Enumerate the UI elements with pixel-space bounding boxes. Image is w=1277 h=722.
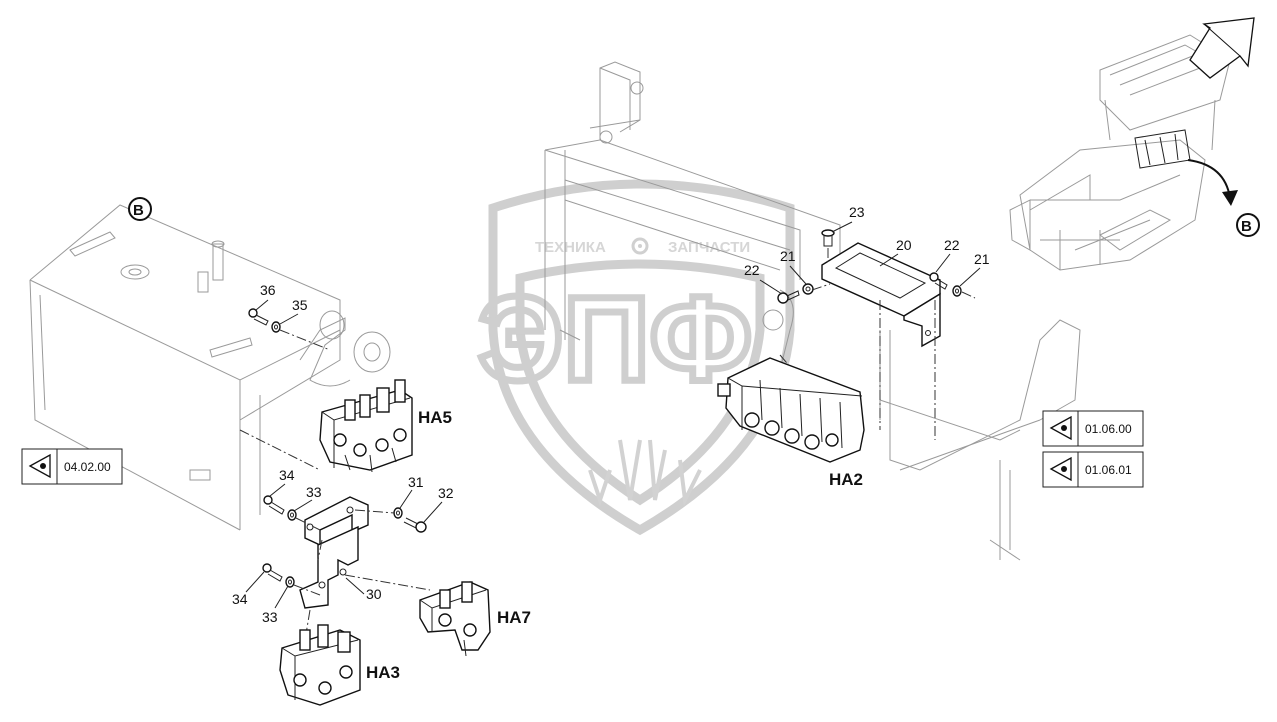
valve-label-ha7: HA7 bbox=[497, 608, 531, 627]
centerline-a bbox=[239, 429, 321, 471]
callout-32: 32 bbox=[438, 485, 454, 501]
view-marker-right-label: B bbox=[1241, 218, 1252, 235]
bolt-22-right bbox=[929, 272, 948, 290]
washer-21-left bbox=[802, 283, 814, 295]
callout-34-upper: 34 bbox=[279, 467, 295, 483]
centerline-f bbox=[811, 248, 976, 440]
washer-33-upper bbox=[287, 509, 297, 521]
machine-overview bbox=[1009, 34, 1231, 271]
valve-label-ha3: HA3 bbox=[366, 663, 400, 682]
bolt-32 bbox=[403, 517, 427, 533]
ref-box-right-top[interactable]: 01.06.00 bbox=[1042, 410, 1144, 447]
eye-icon bbox=[1049, 456, 1072, 482]
washer-35 bbox=[271, 321, 281, 333]
centerline-c bbox=[293, 574, 431, 596]
arrow-icon bbox=[1189, 17, 1255, 79]
ref-left-label: 04.02.00 bbox=[64, 460, 111, 474]
hydraulic-tank bbox=[29, 204, 391, 531]
valve-label-ha5: HA5 bbox=[418, 408, 452, 427]
washer-21-right bbox=[952, 285, 962, 297]
valve-label-ha2: HA2 bbox=[829, 470, 863, 489]
bolt-23 bbox=[821, 229, 835, 247]
valve-block-ha3 bbox=[279, 624, 361, 706]
detail-arrow bbox=[1187, 159, 1238, 206]
view-marker-left: B bbox=[128, 197, 152, 221]
bolt-34-upper bbox=[263, 495, 285, 515]
bolt-36 bbox=[248, 308, 269, 326]
view-marker-right: B bbox=[1236, 213, 1260, 237]
bolt-34-lower bbox=[262, 563, 283, 582]
watermark-right-word: ЗАПЧАСТИ bbox=[668, 239, 750, 256]
bracket-30 bbox=[299, 496, 369, 609]
valve-block-ha5 bbox=[319, 379, 413, 473]
watermark: ТЕХНИКА ЗАПЧАСТИ ЭПФ bbox=[475, 179, 795, 536]
washer-33-lower bbox=[285, 576, 295, 588]
centerline-b bbox=[295, 509, 396, 531]
ref-right-bottom-label: 01.06.01 bbox=[1085, 463, 1132, 477]
callout-33-upper: 33 bbox=[306, 484, 322, 500]
watermark-left-word: ТЕХНИКА bbox=[535, 239, 606, 256]
callout-35: 35 bbox=[292, 297, 308, 313]
callout-33-lower: 33 bbox=[262, 609, 278, 625]
callout-36: 36 bbox=[260, 282, 276, 298]
centerline-35 bbox=[279, 329, 331, 351]
valve-block-ha2 bbox=[717, 357, 865, 463]
callout-22-left: 22 bbox=[744, 262, 760, 278]
gear-icon bbox=[631, 237, 649, 255]
callout-20: 20 bbox=[896, 237, 912, 253]
callout-21-right: 21 bbox=[974, 251, 990, 267]
callout-21-left: 21 bbox=[780, 248, 796, 264]
ref-box-right-bottom[interactable]: 01.06.01 bbox=[1042, 451, 1144, 488]
watermark-logo: ЭПФ bbox=[478, 272, 752, 406]
eye-icon bbox=[28, 453, 51, 479]
eye-icon bbox=[1049, 415, 1072, 441]
ref-right-top-label: 01.06.00 bbox=[1085, 422, 1132, 436]
callout-23: 23 bbox=[849, 204, 865, 220]
callout-30: 30 bbox=[366, 586, 382, 602]
view-marker-left-label: B bbox=[133, 202, 144, 219]
bolt-22-left bbox=[777, 290, 800, 304]
washer-31 bbox=[393, 507, 403, 519]
bracket-20 bbox=[821, 242, 941, 348]
callout-22-right: 22 bbox=[944, 237, 960, 253]
callout-31: 31 bbox=[408, 474, 424, 490]
centerline-e bbox=[317, 539, 323, 561]
ref-box-left[interactable]: 04.02.00 bbox=[21, 448, 123, 485]
callout-34-lower: 34 bbox=[232, 591, 248, 607]
valve-block-ha7 bbox=[419, 581, 491, 657]
